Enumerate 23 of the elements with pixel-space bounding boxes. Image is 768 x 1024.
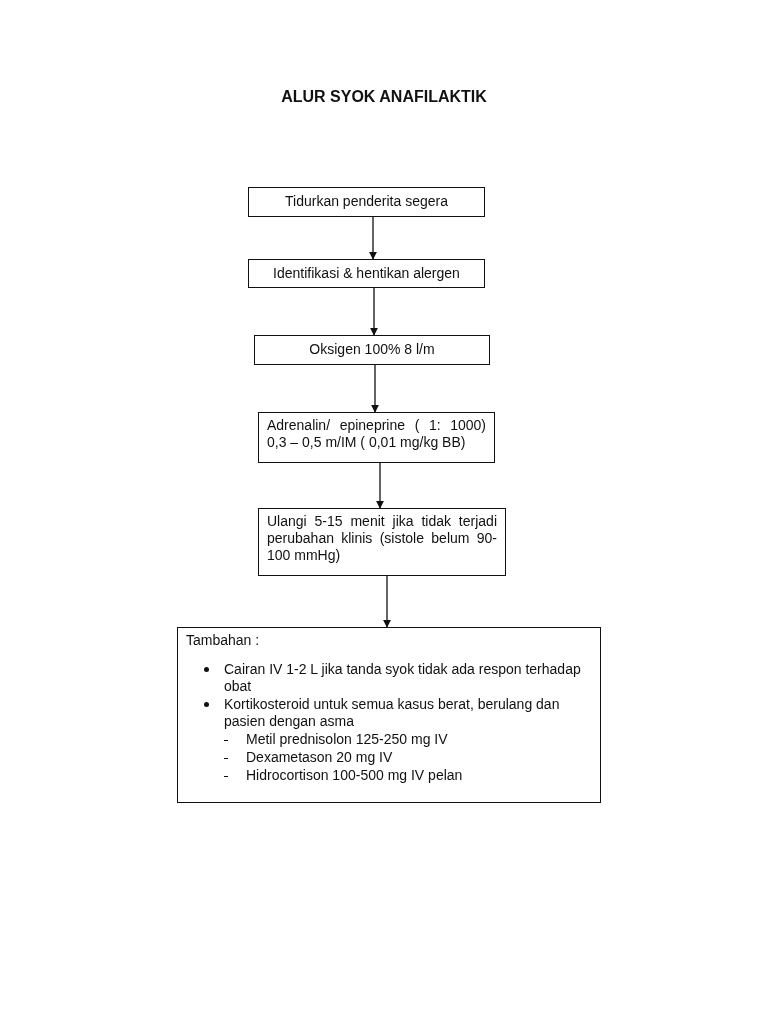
list-item: Kortikosteroid untuk semua kasus berat, berulang dan pasien dengan asma <box>224 696 560 729</box>
arrow <box>370 287 378 336</box>
diagram-title: ALUR SYOK ANAFILAKTIK <box>280 88 488 106</box>
arrow <box>376 462 384 509</box>
process-box <box>248 187 485 217</box>
list-item: Metil prednisolon 125-250 mg IV <box>246 731 448 747</box>
list-item: Dexametason 20 mg IV <box>246 749 393 765</box>
arrow <box>369 216 377 260</box>
step-text: Identifikasi & hentikan alergen <box>272 265 461 282</box>
process-box <box>254 335 490 365</box>
step-text: Oksigen 100% 8 l/m <box>308 341 436 358</box>
notes-box <box>177 627 601 803</box>
process-box <box>248 259 485 288</box>
process-box <box>258 412 495 463</box>
step-text: Adrenalin/ epineprine ( 1: 1000) 0,3 – 0,5 m/IM ( 0,01 mg/kg BB) <box>267 417 486 451</box>
process-box <box>258 508 506 576</box>
arrow <box>371 364 379 413</box>
step-text: Tidurkan penderita segera <box>284 193 449 210</box>
list-item: Cairan IV 1-2 L jika tanda syok tidak ada respon terhadap obat <box>224 661 581 694</box>
arrow <box>383 575 391 628</box>
step-text: Ulangi 5-15 menit jika tidak terjadi perubahan klinis (sistole belum 90-100 mmHg) <box>267 513 497 564</box>
notes-heading: Tambahan : <box>186 632 261 649</box>
list-item: Hidrocortison 100-500 mg IV pelan <box>246 767 463 783</box>
